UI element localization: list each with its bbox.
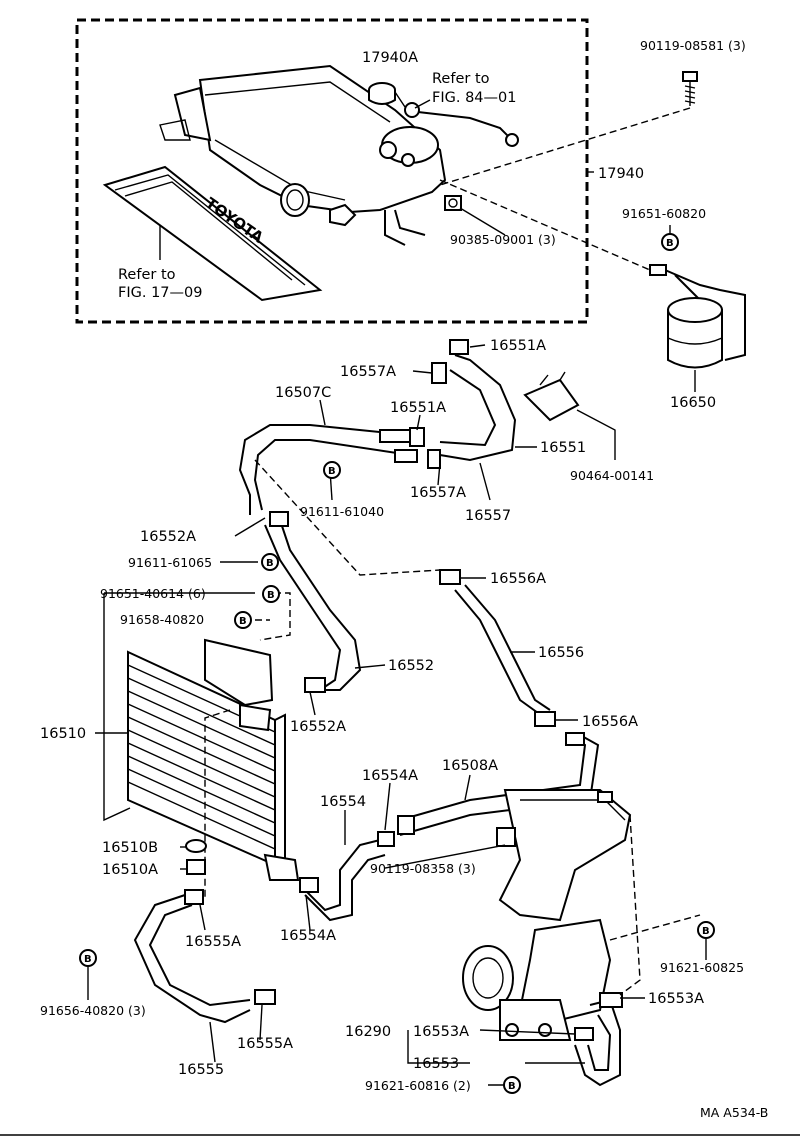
hose-16556 [439, 569, 556, 727]
label-16650: 16650 [670, 395, 716, 411]
clamp-16551A-mid [409, 427, 425, 447]
label-16556A-top: 16556A [490, 571, 546, 587]
oil-cooler-16510 [127, 638, 300, 881]
b-symbol-91611-61040: B [323, 461, 341, 479]
bracket-90464-00141 [523, 371, 580, 422]
fitting-16510B [185, 839, 207, 853]
label-90464-00141: 90464-00141 [570, 468, 654, 483]
label-16507C: 16507C [275, 385, 331, 401]
bracket-assembly [496, 789, 632, 922]
label-16552A-top: 16552A [140, 529, 196, 545]
label-16554A-top: 16554A [362, 768, 418, 784]
label-16510: 16510 [40, 726, 86, 742]
fitting-16510A [186, 859, 206, 875]
nut-90385 [444, 195, 462, 211]
hose-16554 [299, 831, 395, 922]
svg-text:B: B [508, 1081, 516, 1092]
hose-16553 [574, 992, 623, 1087]
label-17940: 17940 [598, 166, 644, 182]
label-91656-40820: 91656-40820 (3) [40, 1003, 146, 1018]
label-90119-08581: 90119-08581 (3) [640, 38, 746, 53]
label-16557A-top: 16557A [340, 364, 396, 380]
b-symbol-91651-40614: B [262, 585, 280, 603]
label-16553A-right: 16553A [648, 991, 704, 1007]
svg-text:B: B [702, 926, 710, 937]
hose-16507C [238, 424, 418, 515]
b-symbol-91621-60816: B [503, 1076, 521, 1094]
b-symbol-91621-60825: B [697, 921, 715, 939]
svg-text:B: B [267, 590, 275, 601]
vacuum-tank-16650 [649, 264, 746, 369]
label-16551: 16551 [540, 440, 586, 456]
label-16557: 16557 [465, 508, 511, 524]
svg-text:B: B [84, 954, 92, 965]
label-91658-40820: 91658-40820 [120, 612, 204, 627]
b-symbol-91658-40820: B [234, 611, 252, 629]
label-16552A-bot: 16552A [290, 719, 346, 735]
b-symbol-91651-60820: B [661, 233, 679, 251]
engine-cover-group-box [75, 18, 589, 324]
label-16551A-mid: 16551A [390, 400, 446, 416]
bolt-90119-08581 [682, 71, 698, 106]
cap-17940A [368, 82, 396, 105]
label-90119-08358: 90119-08358 (3) [370, 861, 476, 876]
label-91651-40614: 91651-40614 (6) [100, 586, 206, 601]
label-16510A: 16510A [102, 862, 158, 878]
label-refer-17-line2: FIG. 17—09 [118, 285, 202, 301]
label-91621-60825: 91621-60825 [660, 960, 744, 975]
label-refer-84-line2: FIG. 84—01 [432, 90, 516, 106]
svg-text:B: B [666, 238, 674, 249]
label-91621-60816: 91621-60816 (2) [365, 1078, 471, 1093]
label-16556A-bot: 16556A [582, 714, 638, 730]
diagram-code: MA A534-B [700, 1105, 768, 1120]
label-16556: 16556 [538, 645, 584, 661]
label-16557A-mid: 16557A [410, 485, 466, 501]
label-refer-84-line1: Refer to [432, 71, 490, 87]
label-16290: 16290 [345, 1024, 391, 1040]
label-refer-17-line1: Refer to [118, 267, 176, 283]
label-16551A-top: 16551A [490, 338, 546, 354]
label-16553: 16553 [413, 1056, 459, 1072]
label-91651-60820: 91651-60820 [622, 206, 706, 221]
svg-text:B: B [328, 466, 336, 477]
b-symbol-91611-61065: B [261, 553, 279, 571]
clamp-16557A-mid [427, 449, 441, 469]
label-16554A-bot: 16554A [280, 928, 336, 944]
label-90385-09001: 90385-09001 (3) [450, 232, 556, 247]
svg-text:B: B [239, 616, 247, 627]
vacuum-pump-16290 [462, 918, 612, 1041]
label-16508A: 16508A [442, 758, 498, 774]
hose-16552 [264, 511, 362, 693]
hose-16551 [439, 354, 517, 462]
svg-text:B: B [266, 558, 274, 569]
hose-16555 [133, 889, 276, 1024]
label-16555: 16555 [178, 1062, 224, 1078]
sensor-wire [404, 102, 519, 147]
clamp-16557A [431, 362, 447, 384]
label-16510B: 16510B [102, 840, 158, 856]
label-16555A-top: 16555A [185, 934, 241, 950]
label-16552: 16552 [388, 658, 434, 674]
label-91611-61040: 91611-61040 [300, 504, 384, 519]
b-symbol-91656-40820: B [79, 949, 97, 967]
clamp-16551A [449, 339, 469, 355]
label-17940A: 17940A [362, 50, 418, 66]
label-16553A-left: 16553A [413, 1024, 469, 1040]
label-16555A-bot: 16555A [237, 1036, 293, 1052]
label-91611-61065: 91611-61065 [128, 555, 212, 570]
label-16554: 16554 [320, 794, 366, 810]
